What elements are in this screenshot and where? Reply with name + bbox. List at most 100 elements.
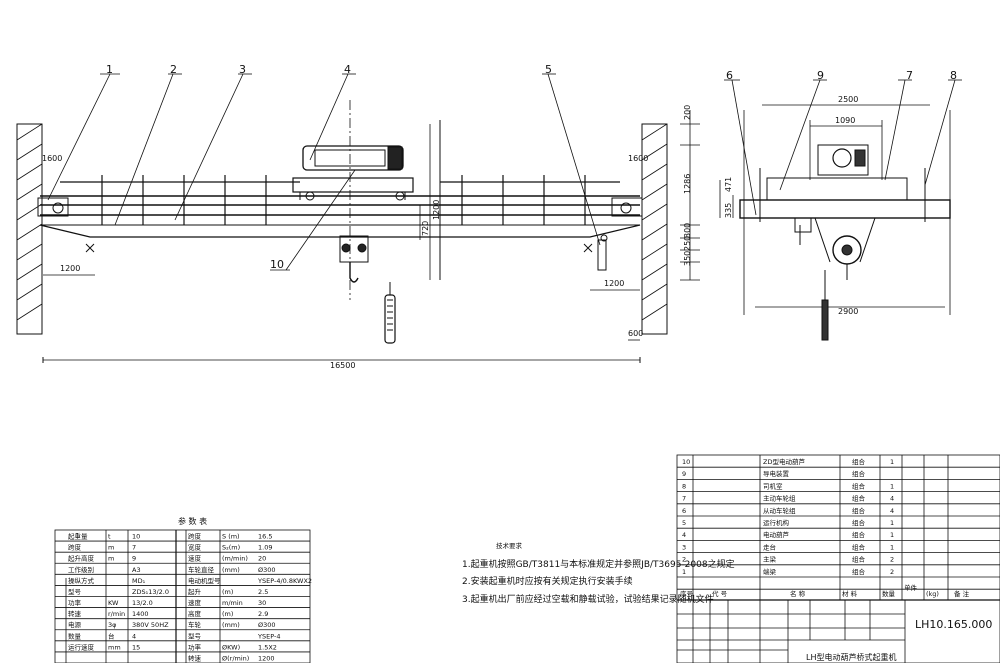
param-left-value: 1400	[132, 610, 149, 618]
bom-cell-no: 1	[682, 568, 686, 576]
bom-cell-mat: 组合	[852, 469, 866, 478]
param-left-name: 电源	[68, 620, 82, 629]
param-left-name: 转速	[68, 609, 82, 618]
param-left-value: ZDS₁13/2.0	[132, 588, 169, 596]
bom-cell-mat: 组合	[852, 567, 866, 576]
front-leaders	[47, 73, 601, 271]
param-right-value: 1.5X2	[258, 643, 277, 651]
dim-side-2500: 2500	[838, 95, 858, 104]
param-right-value: YSEP-4/0.8KWX2	[257, 577, 312, 585]
param-right-unit: (m/min)	[222, 555, 248, 563]
param-left-unit: 台	[108, 631, 115, 640]
param-left-unit: m	[108, 544, 114, 552]
param-right-value: Ø300	[258, 621, 276, 629]
part-label-5: 5	[545, 63, 552, 76]
dim-720: 720	[421, 221, 430, 236]
param-left-unit: r/min	[108, 610, 125, 618]
param-right-value: 16.5	[258, 533, 272, 541]
param-right-unit: m/min	[222, 599, 243, 607]
param-right-name: 宽度	[188, 543, 202, 552]
param-right-name: 速度	[188, 598, 202, 607]
bom-cell-qty: 4	[890, 495, 894, 503]
param-left-name: 起重量	[68, 533, 88, 541]
bom-cell-mat: 组合	[852, 457, 866, 466]
bom-table	[676, 454, 1000, 663]
part-label-8: 8	[950, 69, 957, 82]
bom-cell-qty: 1	[890, 482, 894, 490]
right-wall	[641, 123, 668, 335]
part-label-7: 7	[906, 69, 913, 82]
param-right-unit: S (m)	[222, 533, 240, 541]
param-right-value: 20	[258, 555, 266, 563]
param-table	[54, 529, 311, 663]
param-right-name: 型号	[188, 631, 202, 640]
param-left-value: MD₁	[132, 577, 146, 585]
dim-1600-right: 1600	[628, 154, 648, 163]
param-left-name: 操纵方式	[68, 576, 95, 585]
param-right-value: Ø300	[258, 566, 276, 574]
bom-cell-qty: 4	[890, 507, 894, 515]
part-label-3: 3	[239, 63, 246, 76]
bom-texts: 序号 代 号 名 称 数量 材 料 单件 (kg) 备 注 LH10.165.0…	[680, 457, 992, 662]
dim-right-600: 600	[628, 329, 643, 338]
param-right-unit: (mm)	[222, 621, 240, 629]
param-left-value: 380V 50HZ	[132, 621, 169, 629]
param-right-name: 转速	[188, 653, 202, 662]
bom-cell-name: 走台	[763, 542, 776, 551]
bom-cell-no: 3	[682, 543, 686, 551]
bom-cell-no: 2	[682, 556, 686, 564]
bom-cell-name: 主梁	[763, 555, 777, 564]
param-left-name: 跨度	[68, 543, 82, 552]
bom-cell-mat: 组合	[852, 481, 866, 490]
dim-side-471: 471	[724, 177, 733, 192]
dim-right-offset: 1200	[604, 279, 624, 288]
param-left-value: 10	[132, 533, 140, 541]
bom-header-code: 代 号	[712, 589, 728, 598]
param-right-name: 速度	[188, 554, 202, 563]
part-label-9: 9	[817, 69, 824, 82]
param-table-title: 参 数 表	[178, 516, 207, 526]
param-left-unit: m	[108, 555, 114, 563]
bom-cell-no: 8	[682, 482, 686, 490]
bom-cell-qty: 1	[890, 543, 894, 551]
front-view	[16, 100, 700, 363]
bom-header-qty: 数量	[882, 589, 896, 598]
param-right-value: 1200	[258, 654, 275, 662]
bom-cell-name: 司机室	[763, 481, 783, 490]
tech-note-2: 2.安装起重机时应按有关规定执行安装手续	[462, 575, 633, 587]
bom-cell-no: 5	[682, 519, 686, 527]
left-wall	[16, 123, 43, 335]
param-right-name: 车轮直径	[188, 565, 215, 574]
dim-300: 300	[683, 223, 692, 238]
param-right-value: 2.9	[258, 610, 268, 618]
bom-cell-no: 9	[682, 470, 686, 478]
dim-250: 250	[683, 236, 692, 251]
bom-cell-name: 运行机构	[763, 518, 790, 527]
param-right-unit: Ø(r/min)	[222, 654, 249, 662]
part-label-2: 2	[170, 63, 177, 76]
bom-cell-mat: 组合	[852, 518, 866, 527]
param-left-value: 13/2.0	[132, 599, 153, 607]
param-left-value: 7	[132, 544, 136, 552]
bom-header-total: (kg)	[926, 590, 939, 598]
side-leaders	[724, 79, 962, 216]
dim-left-offset: 1200	[60, 264, 80, 273]
param-right-name: 功率	[188, 642, 202, 651]
param-left-unit: 3φ	[108, 621, 116, 629]
param-left-name: 功率	[68, 598, 82, 607]
dim-front-span: 16500	[330, 361, 355, 370]
tech-note-3: 3.起重机出厂前应经过空载和静载试验，试验结果记录随机文件	[462, 593, 714, 605]
param-right-value: 2.5	[258, 588, 268, 596]
tech-note-1: 1.起重机按照GB/T3811与本标准规定并参照JB/T3695-2008之规定	[462, 558, 735, 570]
param-left-name: 工作级别	[68, 565, 94, 574]
part-label-4: 4	[344, 63, 351, 76]
part-labels: 1 2 3 4 5 6 7 8 9 10	[106, 63, 957, 271]
param-right-name: 电动机型号	[188, 576, 221, 585]
bom-cell-qty: 1	[890, 519, 894, 527]
param-right-name: 起升	[188, 587, 202, 596]
param-left-value: 15	[132, 643, 140, 651]
bom-header-weight: 单件	[904, 583, 918, 592]
bom-header-mat: 材 料	[842, 589, 858, 598]
dim-side-1090: 1090	[835, 116, 855, 125]
